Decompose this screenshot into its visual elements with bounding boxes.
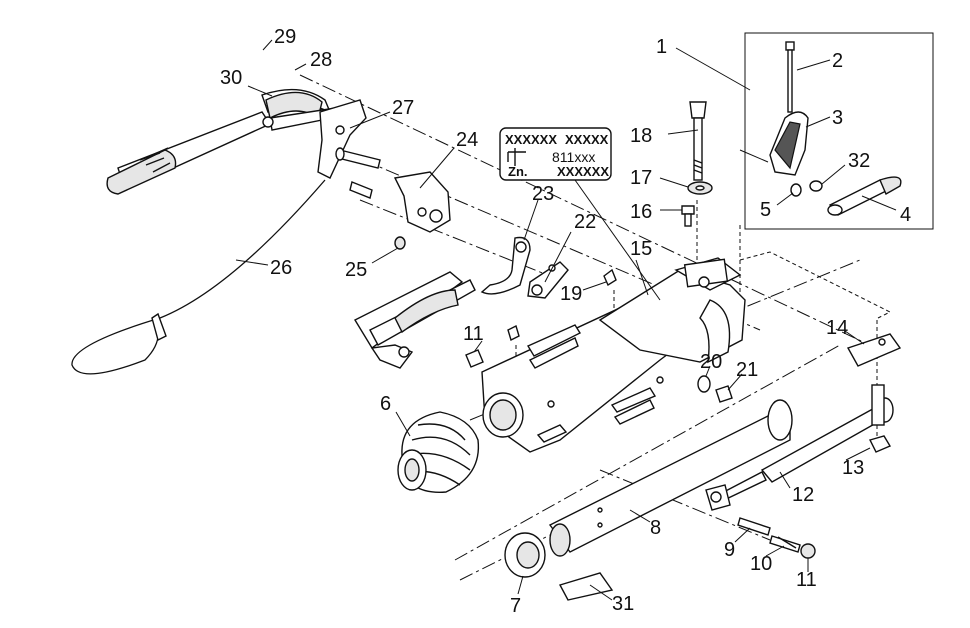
tube-socket — [482, 392, 524, 438]
callout-15: 15 — [630, 238, 652, 260]
callout-21: 21 — [736, 359, 758, 381]
bushing-ring — [504, 532, 546, 578]
callout-10: 10 — [750, 553, 772, 575]
latch-block — [393, 171, 451, 233]
callout-2: 2 — [832, 50, 843, 72]
plate-line3-left: Zn. — [508, 164, 528, 179]
saddle-clamp — [846, 333, 902, 367]
pin-bolt-cap — [737, 517, 816, 559]
callout-12: 12 — [792, 484, 814, 506]
callout-6: 6 — [380, 393, 391, 415]
callout-5: 5 — [760, 199, 771, 221]
callout-17: 17 — [630, 167, 652, 189]
pivot-pins — [335, 147, 406, 250]
inner-tube — [548, 399, 793, 557]
bellows-boot — [397, 411, 480, 493]
callout-24: 24 — [456, 129, 478, 151]
small-nut — [465, 349, 484, 368]
callout-13: 13 — [842, 457, 864, 479]
callout-8: 8 — [650, 517, 661, 539]
callout-7: 7 — [510, 595, 521, 617]
callout-31: 31 — [612, 593, 634, 615]
label-plate: XXXXXX XXXXX 811xxx Zn. XXXXXX — [499, 127, 612, 181]
callout-9: 9 — [724, 539, 735, 561]
callout-26: 26 — [270, 257, 292, 279]
callout-11-left: 11 — [463, 323, 484, 345]
callout-20: 20 — [700, 351, 722, 373]
foot-pedal-spring — [354, 271, 476, 369]
callout-4: 4 — [900, 204, 911, 226]
plate-line1-left: XXXXXX — [505, 132, 557, 147]
grease-nipples — [507, 268, 617, 341]
bracket-plate — [317, 99, 367, 179]
callout-16: 16 — [630, 201, 652, 223]
callout-3: 3 — [832, 107, 843, 129]
callout-1: 1 — [656, 36, 667, 58]
callout-22: 22 — [574, 211, 596, 233]
callout-14: 14 — [826, 317, 848, 339]
shaft-and-nut — [868, 384, 892, 453]
clamp-plate — [527, 261, 569, 299]
inset-detail-box — [744, 32, 934, 230]
callout-25: 25 — [345, 259, 367, 281]
shim-plate — [558, 572, 614, 601]
damper-strut — [705, 397, 894, 511]
inset-parts — [739, 41, 902, 216]
leader-lines — [235, 39, 897, 601]
plate-line3-right: XXXXXX — [557, 164, 609, 179]
pull-cable — [71, 179, 326, 375]
hook-link — [480, 236, 531, 295]
callout-23: 23 — [532, 183, 554, 205]
callout-29: 29 — [274, 26, 296, 48]
callout-28: 28 — [310, 49, 332, 71]
callout-32: 32 — [848, 150, 870, 172]
washer-nut — [697, 375, 733, 403]
callout-labels: 1 2 3 4 5 6 7 8 9 10 11 11 12 13 14 15 1… — [220, 26, 911, 617]
callout-19: 19 — [560, 283, 582, 305]
callout-11-right: 11 — [796, 569, 817, 591]
plate-code: 811xxx — [552, 149, 595, 165]
callout-27: 27 — [392, 97, 414, 119]
callout-18: 18 — [630, 125, 652, 147]
plate-line1-right: XXXXX — [565, 132, 609, 147]
hex-bolt-washer — [681, 101, 713, 227]
callout-30: 30 — [220, 67, 242, 89]
